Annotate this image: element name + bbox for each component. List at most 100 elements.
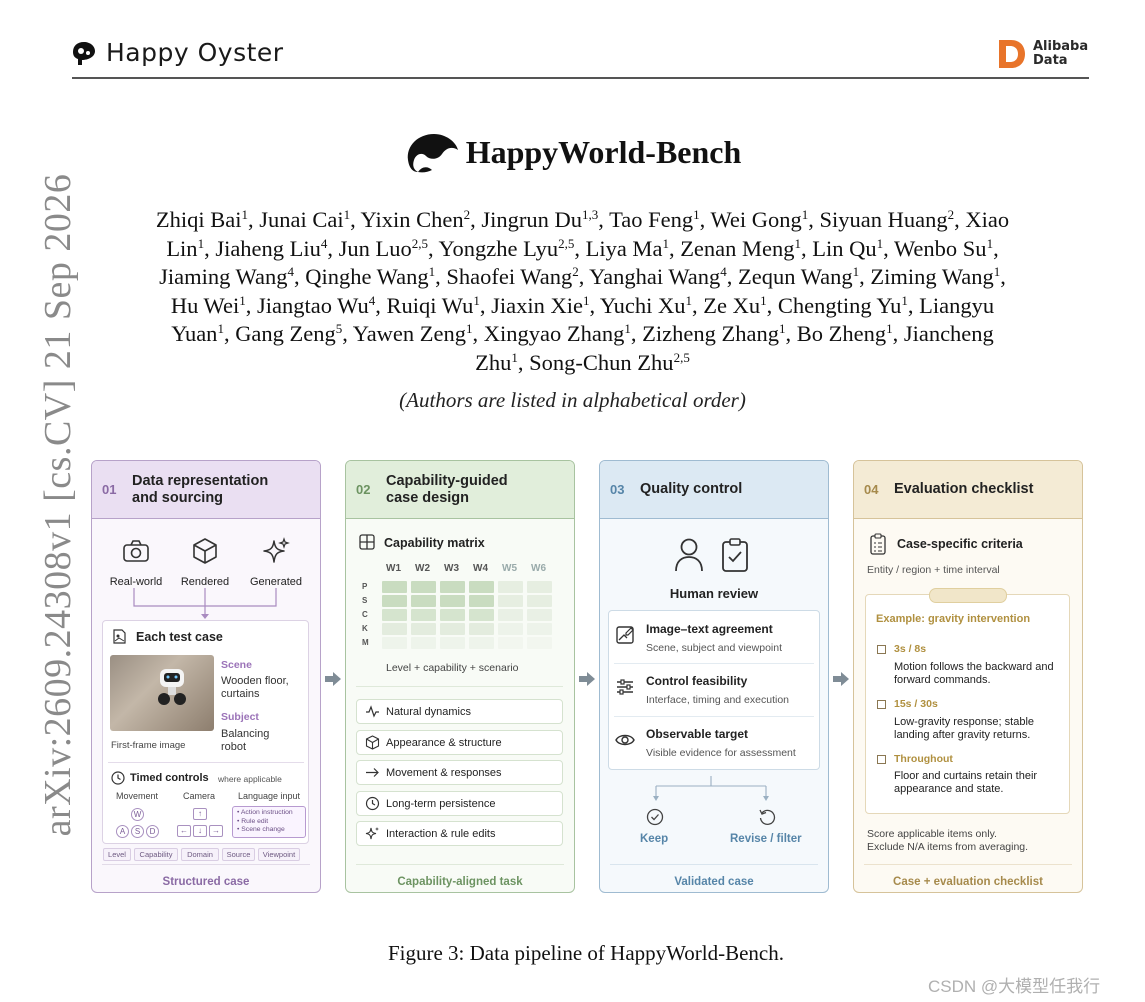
matrix-cell: [382, 623, 407, 635]
header-rule: [72, 77, 1089, 79]
panel-case-design: 02 Capability-guided case design Capabil…: [345, 460, 575, 893]
capability-interaction: Interaction & rule edits: [356, 821, 563, 846]
author-affiliation: 1,3: [582, 207, 599, 222]
matrix-col: W1: [386, 563, 401, 574]
matrix-cell: [440, 623, 465, 635]
panel-title: Quality control: [640, 481, 743, 497]
check-time: Throughout: [894, 753, 953, 765]
matrix-cell: [411, 637, 436, 649]
panel-header: 03 Quality control: [600, 461, 828, 519]
matrix-cell: [440, 637, 465, 649]
camera-up-key: ↑: [193, 808, 207, 820]
example-title: Example: gravity intervention: [876, 613, 1031, 625]
author-name: Lin Qu: [812, 235, 877, 261]
example-box: [865, 594, 1070, 814]
divider: [864, 864, 1072, 865]
author-name: Ze Xu: [703, 292, 761, 318]
clock-icon: [111, 771, 125, 785]
author-affiliation: 1: [428, 264, 436, 280]
author-affiliation: 1: [241, 207, 248, 222]
author-name: Chengting Yu: [777, 292, 902, 318]
author-affiliation: 1: [693, 207, 700, 222]
author-affiliation: 1: [511, 349, 518, 365]
divider: [610, 864, 818, 865]
capability-persistence: Long-term persistence: [356, 791, 563, 816]
author-name: Yanghai Wang: [589, 264, 721, 290]
author-name: Song-Chun Zhu: [529, 349, 674, 375]
flow-arrow-icon: [833, 672, 849, 686]
matrix-cell: [411, 623, 436, 635]
panel-number: 01: [102, 482, 117, 497]
divider: [108, 762, 304, 763]
key-s: S: [131, 825, 144, 838]
timed-controls-title: Timed controls: [130, 772, 209, 784]
source-label: Rendered: [180, 576, 230, 588]
check-time: 3s / 8s: [894, 643, 927, 655]
author-list: Zhiqi Bai1, Junai Cai1, Yixin Chen2, Jin…: [155, 207, 1010, 375]
matrix-cell: [527, 623, 552, 635]
author-name: Yongzhe Lyu: [438, 235, 559, 261]
author-name: Liangyu Yuan: [171, 292, 995, 347]
arxiv-stamp: arXiv:2609.24308v1 [cs.CV] 21 Sep 2026: [37, 173, 79, 837]
author-name: Ruiqi Wu: [386, 292, 474, 318]
panel-title: Evaluation checklist: [894, 481, 1034, 497]
capability-label: Interaction & rule edits: [386, 827, 496, 840]
checkbox: [877, 755, 886, 764]
first-frame-image: [110, 655, 214, 731]
person-icon: [675, 538, 703, 572]
matrix-cell: [440, 581, 465, 593]
matrix-cell: [498, 581, 523, 593]
author-name: Jiangtao Wu: [256, 292, 369, 318]
tag: Source: [222, 848, 255, 861]
happyworld-logo-icon: [407, 134, 458, 173]
matrix-cell: [411, 595, 436, 607]
sliders-icon: [617, 679, 633, 695]
matrix-col: W2: [415, 563, 430, 574]
author-affiliation: 1: [794, 235, 802, 251]
author-name: Wei Gong: [710, 207, 802, 232]
figure-caption: Figure 3: Data pipeline of HappyWorld-Be…: [387, 941, 785, 965]
revise-label: Revise / filter: [730, 833, 802, 845]
score-note-1: Score applicable items only.: [867, 828, 997, 840]
matrix-cell: [411, 609, 436, 621]
panel-header: 02 Capability-guided case design: [346, 461, 574, 519]
qc-item-title: Control feasibility: [646, 674, 748, 688]
capability-label: Movement & responses: [386, 766, 502, 779]
example-tab: [929, 588, 1007, 603]
cube-icon: [193, 538, 217, 564]
case-tags: Level Capability Domain Source Viewpoint: [103, 848, 300, 861]
camera-down-key: ↓: [193, 825, 207, 837]
check-text: Floor and curtains retain their appearan…: [894, 770, 1038, 795]
flow-arrow-icon: [579, 672, 595, 686]
author-name: Yuchi Xu: [599, 292, 686, 318]
timed-controls-note: where applicable: [218, 774, 282, 784]
scene-label: Scene: [221, 659, 252, 671]
author-name: Yawen Zeng: [352, 321, 467, 347]
matrix-row-label: P: [362, 582, 368, 591]
author-affiliation: 2: [572, 264, 579, 280]
author-name: Liya Ma: [585, 235, 663, 261]
matrix-cell: [527, 595, 552, 607]
author-affiliation: 1: [993, 264, 1001, 280]
qc-criteria-box: [608, 610, 820, 770]
author-affiliation: 1: [760, 292, 767, 308]
subject-value: Balancing robot: [221, 728, 270, 753]
check-time: 15s / 30s: [894, 698, 938, 710]
author-name: Yixin Chen: [360, 207, 464, 232]
author-affiliation: 1: [239, 292, 246, 308]
author-affiliation: 5: [335, 321, 343, 337]
matrix-cell: [498, 623, 523, 635]
matrix-title: Capability matrix: [384, 536, 485, 550]
arrow-right-icon: [366, 768, 379, 777]
image-edit-icon: [616, 626, 634, 644]
watermark: CSDN @大模型任我行: [928, 977, 1101, 996]
matrix-cell: [382, 595, 407, 607]
matrix-col: W3: [444, 563, 459, 574]
author-name: Jiancheng Zhu: [475, 321, 994, 375]
matrix-note: Level + capability + scenario: [386, 662, 519, 674]
subject-label: Subject: [221, 711, 259, 723]
language-input-box: • Action instruction • Rule edit • Scene…: [232, 806, 306, 838]
panel-footer: Case + evaluation checklist: [893, 876, 1043, 888]
checkbox: [877, 645, 886, 654]
matrix-cell: [527, 581, 552, 593]
